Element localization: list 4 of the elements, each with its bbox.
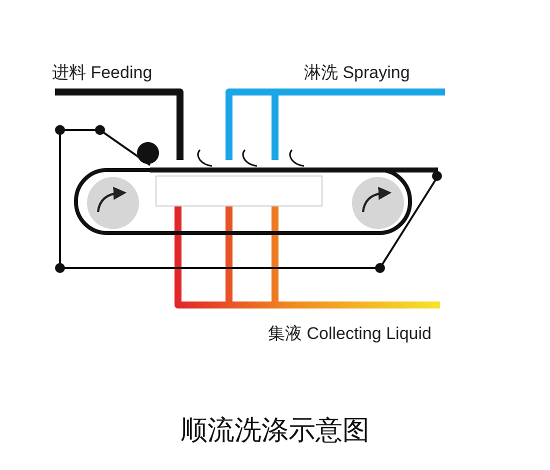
pipe-label: 淋洗 Spraying [304, 62, 410, 84]
caption: 顺流洗涤示意图 [180, 414, 370, 447]
pipe-label: 进料 Feeding [52, 62, 152, 84]
pipe-label: 集液 Collecting Liquid [268, 323, 432, 345]
